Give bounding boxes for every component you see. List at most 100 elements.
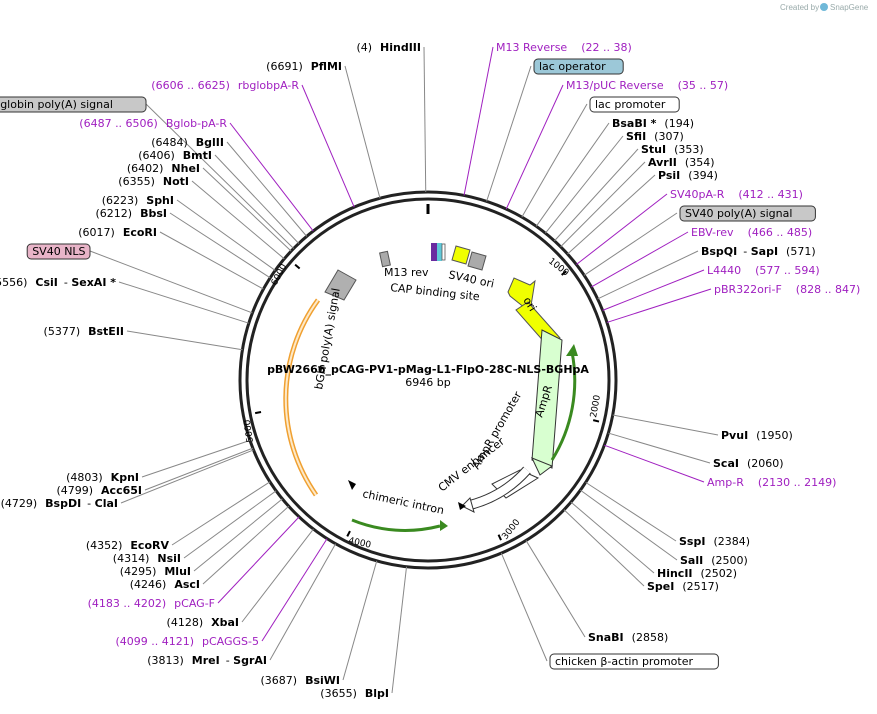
site-label[interactable]: SfiI(307) — [626, 130, 684, 143]
site-label[interactable]: HincII(2502) — [657, 567, 737, 580]
site-label[interactable]: (4128)XbaI — [167, 616, 239, 629]
primer-label[interactable]: SV40pA-R(412 .. 431) — [670, 188, 803, 201]
leader-line — [576, 193, 668, 265]
leader-line — [521, 103, 588, 218]
site-label[interactable]: PvuI(1950) — [721, 429, 793, 442]
site-label[interactable]: (4314)NsiI — [113, 552, 181, 565]
leader-line — [554, 148, 639, 242]
leader-line — [486, 65, 532, 202]
site-label[interactable]: SnaBI(2858) — [588, 631, 668, 644]
leader-line — [118, 281, 249, 324]
feature-box-label: SV40 poly(A) signal — [685, 207, 792, 220]
site-label[interactable]: (3813)MreI- SgrAI — [147, 654, 267, 667]
leader-line — [171, 481, 271, 546]
feature-box[interactable] — [679, 205, 816, 222]
snapgene-brand[interactable]: SnapGene — [830, 3, 869, 12]
leader-line — [597, 250, 699, 300]
leader-line — [269, 543, 337, 661]
leader-line — [193, 498, 283, 572]
site-label[interactable]: (4)HindIII — [356, 41, 421, 54]
primer-label[interactable]: M13/pUC Reverse(35 .. 57) — [566, 79, 728, 92]
ampr-feature[interactable] — [531, 329, 563, 469]
cap-site-block[interactable] — [441, 243, 446, 261]
leader-line — [176, 199, 276, 271]
site-label[interactable]: BspQI- SapI(571) — [701, 245, 816, 258]
primer-label[interactable]: EBV-rev(466 .. 485) — [691, 226, 812, 239]
ampr-arrowhead[interactable] — [531, 457, 554, 476]
chimeric-intron-label: chimeric intron — [361, 487, 445, 517]
leader-line — [560, 161, 646, 248]
leader-line — [505, 84, 564, 210]
site-label[interactable]: (4799)Acc65I — [56, 484, 142, 497]
site-label[interactable]: (6691)PflMI — [266, 60, 342, 73]
bgh-polya-feature[interactable] — [283, 298, 321, 497]
site-label[interactable]: (6223)SphI — [102, 194, 174, 207]
primer-label[interactable]: (4099 .. 4121)pCAGGS-5 — [115, 635, 259, 648]
primer-label[interactable]: L4440(577 .. 594) — [707, 264, 820, 277]
site-label[interactable]: StuI(353) — [641, 143, 704, 156]
site-label[interactable]: ScaI(2060) — [713, 457, 784, 470]
primer-label[interactable]: (6487 .. 6506)Bglob-pA-R — [79, 117, 227, 130]
site-label[interactable]: (6484)BglII — [151, 136, 224, 149]
site-label[interactable]: SspI(2384) — [679, 535, 750, 548]
leader-line — [301, 84, 355, 208]
leader-line — [606, 288, 712, 323]
sv40-ori-grey-block[interactable] — [467, 251, 487, 271]
sv40-ori-feature[interactable] — [451, 245, 471, 265]
site-label[interactable]: (6355)NotI — [118, 175, 189, 188]
site-label[interactable]: PsiI(394) — [658, 169, 718, 182]
tick-label-2000: 2000 — [589, 394, 603, 419]
site-label[interactable]: (5377)BstEII — [44, 325, 124, 338]
leader-line — [145, 103, 294, 249]
site-label[interactable]: (6017)EcoRI — [78, 226, 157, 239]
leader-line — [214, 154, 300, 244]
site-label[interactable]: (4352)EcoRV — [86, 539, 170, 552]
ampr-outer-arrow[interactable] — [550, 351, 577, 461]
tick-mark — [561, 270, 567, 276]
feature-box[interactable] — [26, 243, 91, 260]
lac-block-cyan[interactable] — [437, 243, 442, 261]
outer-labels: M13 Reverse(22 .. 38) lac operatorM13/pUC… — [0, 41, 860, 700]
backbone-inner-ring — [245, 197, 611, 563]
leader-line — [89, 250, 253, 314]
cmv-arrowhead — [461, 497, 475, 513]
primer-label[interactable]: (6606 .. 6625)rbglobpA-R — [151, 79, 299, 92]
leader-line — [602, 269, 705, 311]
feature-box-label: lac operator — [539, 60, 606, 73]
site-label[interactable]: (6402)NheI — [127, 162, 200, 175]
feature-box[interactable] — [0, 96, 147, 113]
primer-label[interactable]: pBR322ori-F(828 .. 847) — [714, 283, 860, 296]
site-label[interactable]: (4803)KpnI — [66, 471, 139, 484]
site-label[interactable]: (4295)MluI — [120, 565, 191, 578]
feature-box[interactable] — [533, 58, 624, 75]
site-label[interactable]: (3687)BsiWI — [260, 674, 340, 687]
leader-line — [563, 509, 645, 587]
site-label[interactable]: (5556)CsiI- SexAI * — [0, 276, 116, 289]
site-label[interactable]: (6212)BbsI — [96, 207, 167, 220]
site-label[interactable]: AvrII(354) — [648, 156, 715, 169]
feature-box-label: lac promoter — [595, 98, 666, 111]
sv40-nls-grey-block[interactable] — [324, 269, 357, 301]
primer-label[interactable]: Amp-R(2130 .. 2149) — [707, 476, 836, 489]
site-label[interactable]: BsaBI *(194) — [612, 117, 694, 130]
tick-label-3000: 3000 — [500, 517, 522, 541]
intron-end-marker — [458, 502, 466, 510]
feature-box[interactable] — [549, 653, 719, 670]
m13-rev-label: M13 rev — [384, 266, 429, 279]
leader-line — [500, 552, 548, 662]
site-label[interactable]: (6406)BmtI — [138, 149, 212, 162]
site-label[interactable]: (4246)AscI — [130, 578, 200, 591]
feature-box[interactable] — [589, 96, 680, 113]
site-label[interactable]: (3655)BlpI — [320, 687, 389, 700]
plasmid-name: pBW2666_pCAG-PV1-pMag-L1-FlpO-28C-NLS-BG… — [267, 363, 589, 376]
site-label[interactable]: (4729)BspDI- ClaI — [1, 497, 118, 510]
site-label[interactable]: SpeI(2517) — [647, 580, 719, 593]
primer-label[interactable]: (4183 .. 4202)pCAG-F — [88, 597, 215, 610]
lac-operator-block[interactable] — [431, 243, 437, 261]
m13-rev-block[interactable] — [379, 250, 391, 268]
feature-box-label: β-globin poly(A) signal — [0, 98, 113, 111]
leader-line — [217, 516, 300, 604]
site-label[interactable]: SalI(2500) — [680, 554, 748, 567]
primer-label[interactable]: M13 Reverse(22 .. 38) — [496, 41, 632, 54]
chimeric-intron-feature[interactable] — [351, 518, 441, 532]
